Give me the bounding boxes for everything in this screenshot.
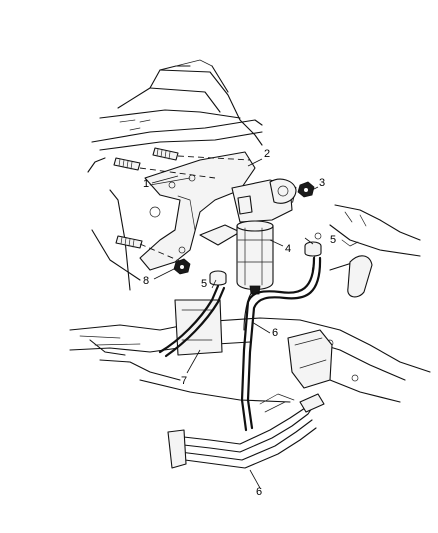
hose-grommet-right [304, 241, 322, 257]
callout-3: 3 [319, 177, 325, 189]
vehicle-frame-structure [69, 59, 431, 403]
callout-4: 4 [285, 243, 291, 255]
callout-6-upper: 6 [272, 327, 278, 339]
callout-5-right: 5 [330, 234, 336, 246]
mounting-studs [113, 147, 179, 249]
callout-8: 8 [143, 275, 149, 287]
callout-1: 1 [143, 178, 149, 190]
hose-grommet-left [209, 270, 227, 286]
hex-nut-3 [297, 181, 315, 198]
fuel-hoses-and-lines [158, 256, 325, 469]
callout-labels: 1 2 3 4 5 5 6 6 7 8 [143, 148, 336, 498]
callout-leader-lines [151, 158, 319, 489]
stud-upper [152, 147, 179, 161]
callout-6-lower: 6 [256, 486, 262, 498]
filter-mounting-bracket [139, 151, 256, 271]
fuel-filter-water-separator [231, 178, 297, 295]
callout-2: 2 [264, 148, 270, 160]
stud-lower [115, 235, 143, 249]
stud-middle [113, 157, 141, 171]
callout-5-left: 5 [201, 278, 207, 290]
callout-7: 7 [181, 375, 187, 387]
